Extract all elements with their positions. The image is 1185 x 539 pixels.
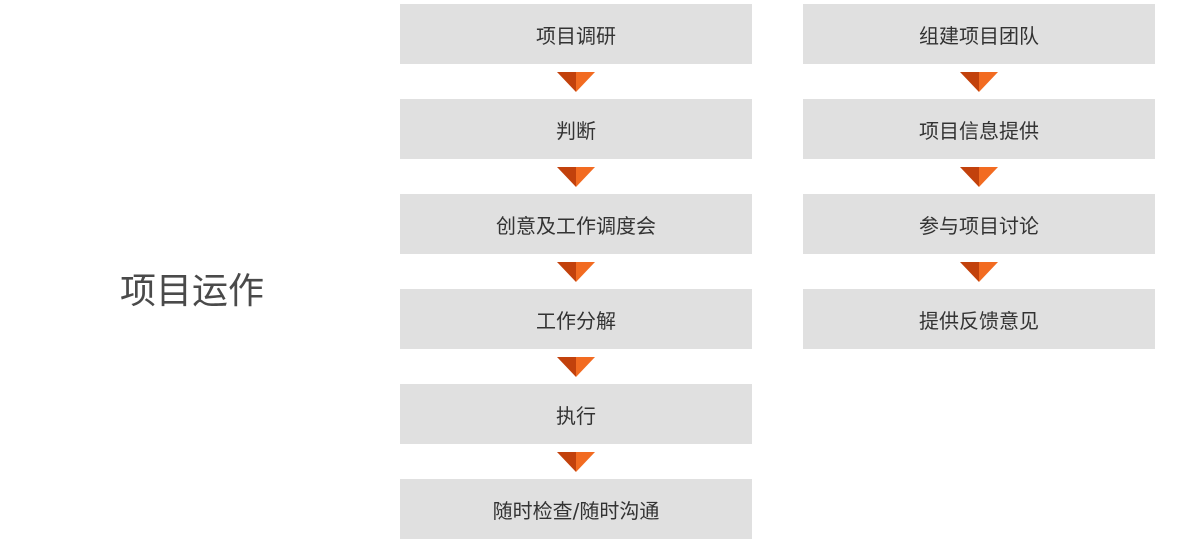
left-step-4: 工作分解 xyxy=(400,289,752,349)
down-arrow-icon xyxy=(803,159,1155,194)
down-arrow-icon xyxy=(400,64,752,99)
left-step-5: 执行 xyxy=(400,384,752,444)
right-step-2: 项目信息提供 xyxy=(803,99,1155,159)
down-arrow-icon xyxy=(400,349,752,384)
down-arrow-icon xyxy=(400,254,752,289)
right-step-3: 参与项目讨论 xyxy=(803,194,1155,254)
left-step-1: 项目调研 xyxy=(400,4,752,64)
diagram-title: 项目运作 xyxy=(120,271,265,312)
left-step-6: 随时检查/随时沟通 xyxy=(400,479,752,539)
down-arrow-icon xyxy=(400,159,752,194)
right-flow-column: 组建项目团队 项目信息提供 参与项目讨论 提供反馈意见 xyxy=(803,4,1155,349)
down-arrow-icon xyxy=(803,254,1155,289)
right-step-4: 提供反馈意见 xyxy=(803,289,1155,349)
left-step-2: 判断 xyxy=(400,99,752,159)
down-arrow-icon xyxy=(400,444,752,479)
down-arrow-icon xyxy=(803,64,1155,99)
left-flow-column: 项目调研 判断 创意及工作调度会 工作分解 执行 随时检查/随时沟通 xyxy=(400,4,752,539)
left-step-3: 创意及工作调度会 xyxy=(400,194,752,254)
right-step-1: 组建项目团队 xyxy=(803,4,1155,64)
